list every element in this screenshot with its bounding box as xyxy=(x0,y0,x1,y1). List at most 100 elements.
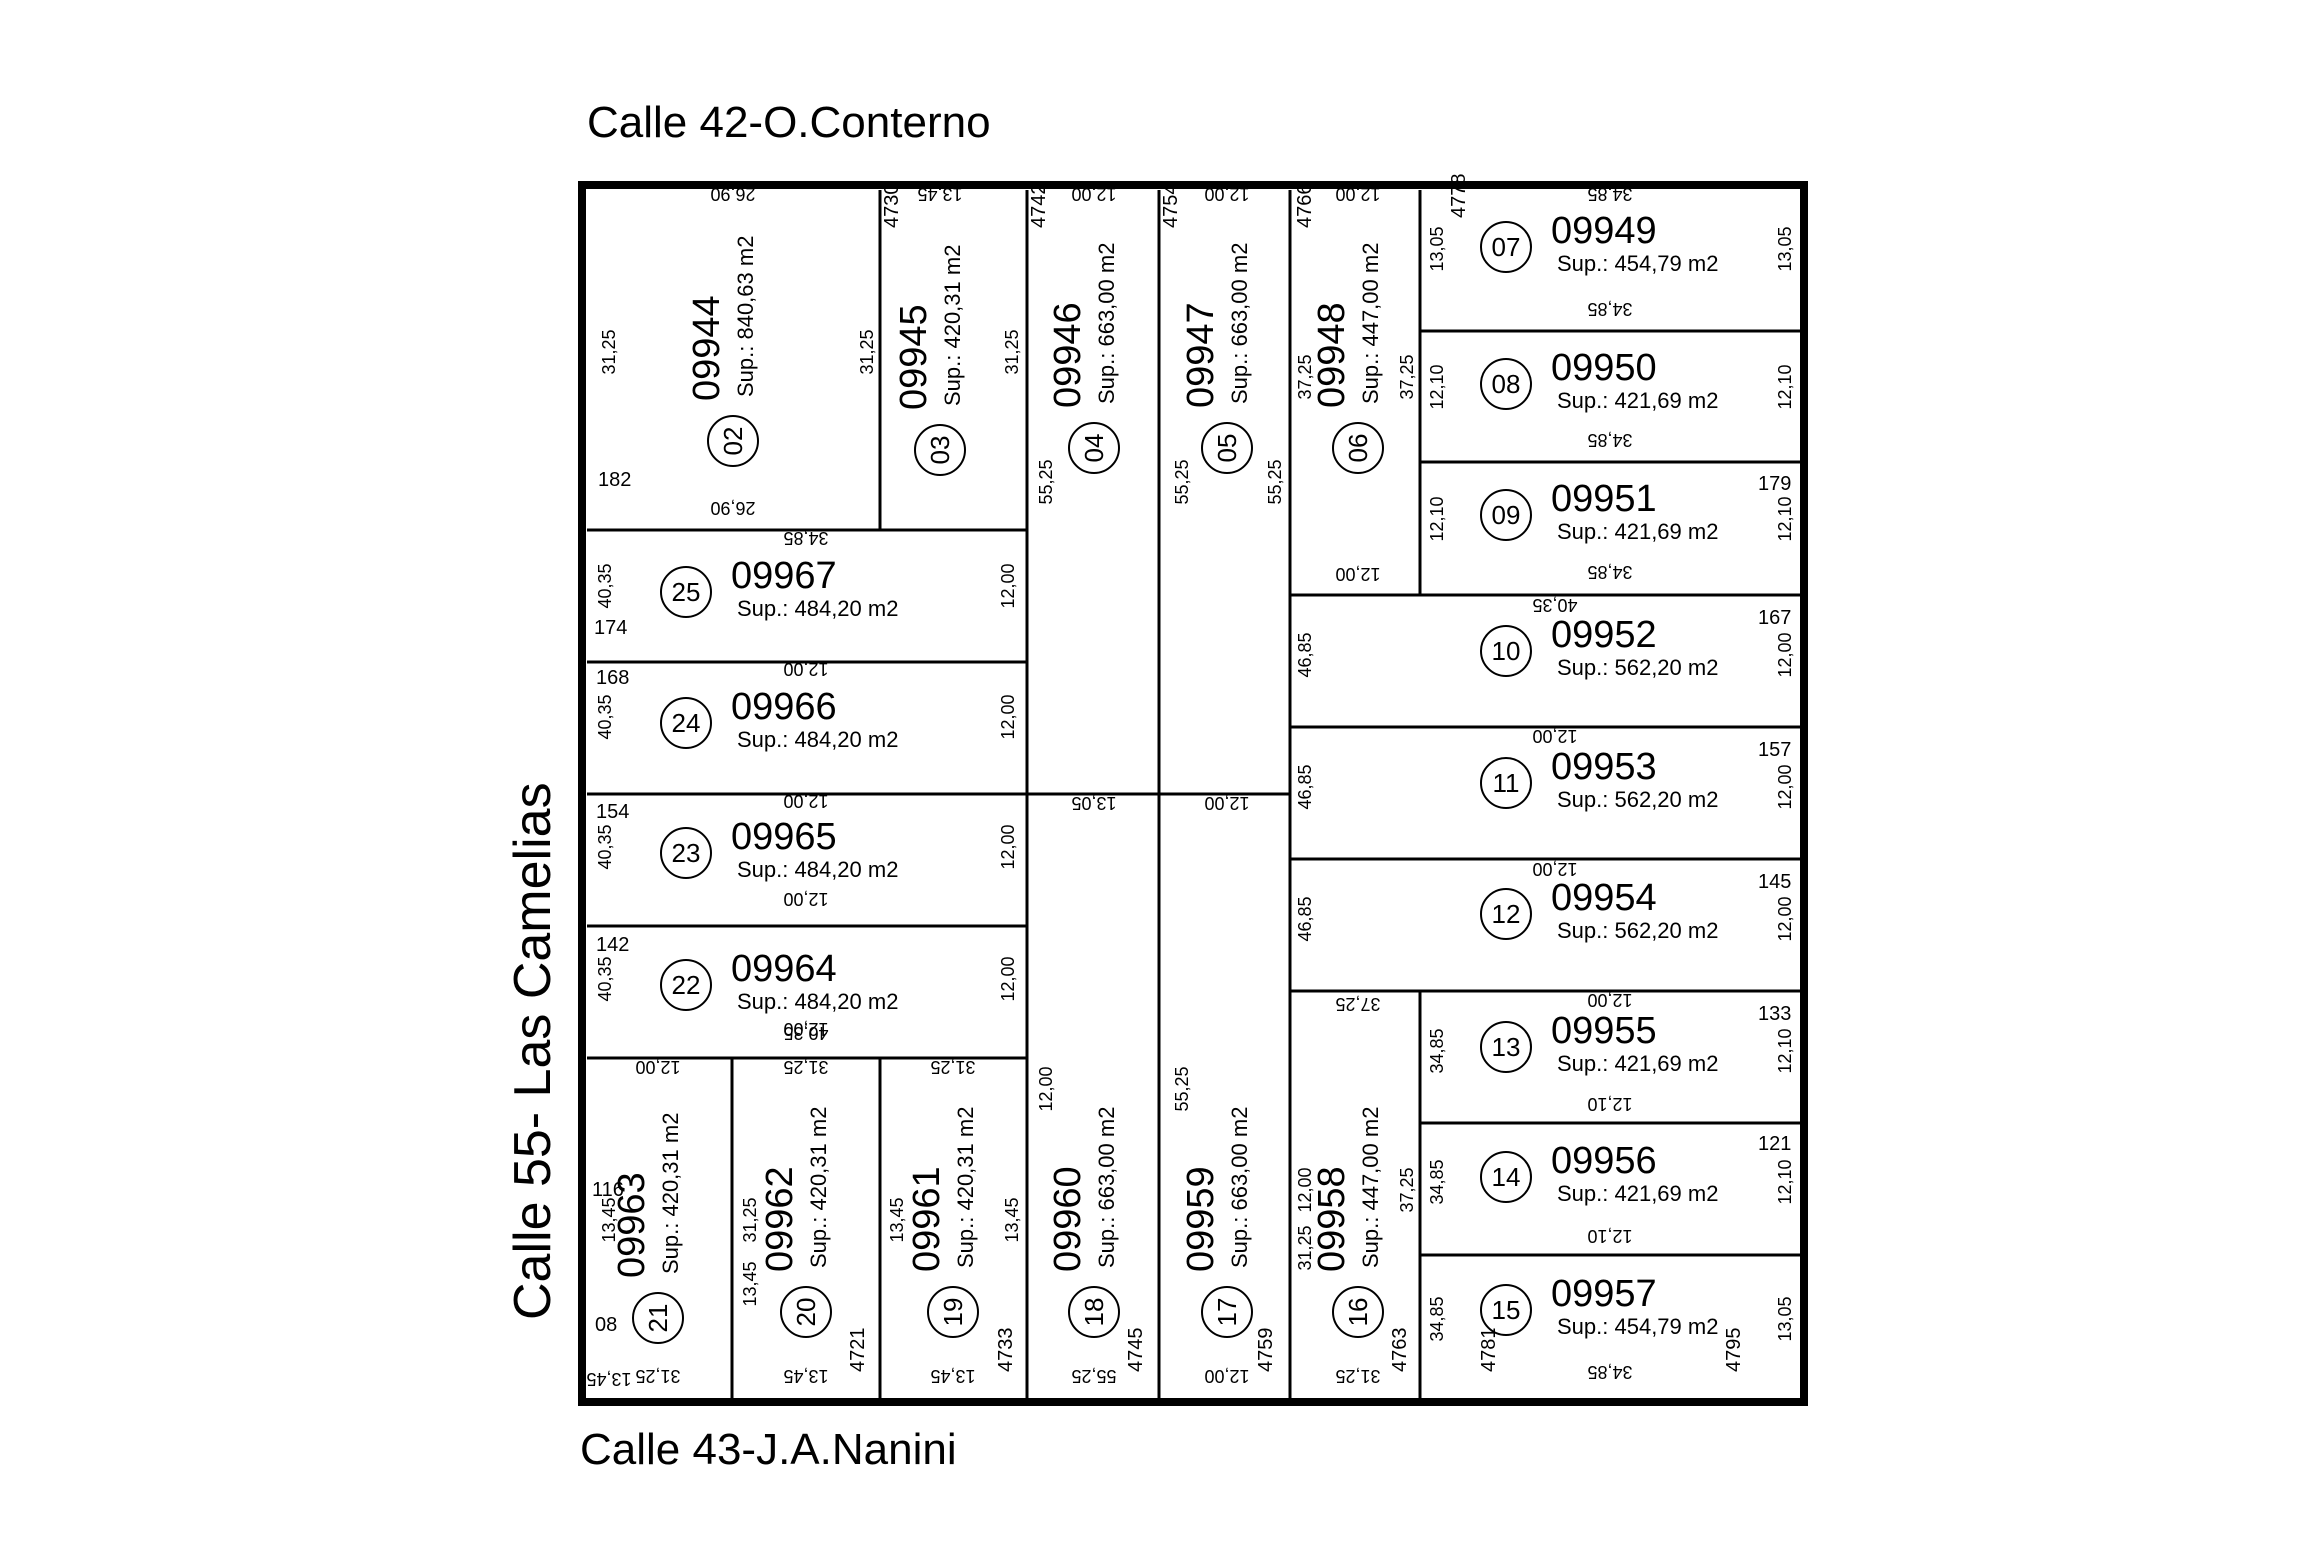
dimension-label: 34,85 xyxy=(1587,1362,1632,1382)
dimension-label: 12,00 xyxy=(1775,896,1795,941)
lot-number: 22 xyxy=(672,970,701,1000)
parcel-area: Sup.: 663,00 m2 xyxy=(1094,243,1119,404)
parcel-area: Sup.: 420,31 m2 xyxy=(953,1107,978,1268)
cadastral-number: 116 xyxy=(592,1179,624,1201)
cadastral-number: 174 xyxy=(594,617,627,639)
lot-number-circle xyxy=(927,1286,979,1338)
lot-number-circle xyxy=(1480,221,1532,273)
lot-number: 23 xyxy=(672,838,701,868)
dimension-label: 40,35 xyxy=(595,956,615,1001)
dimension-label: 12,00 xyxy=(1204,184,1249,204)
dimension-label: 13,45 xyxy=(1002,1197,1022,1242)
dimension-label: 13,05 xyxy=(1775,226,1795,271)
parcel-area: Sup.: 840,63 m2 xyxy=(733,236,758,397)
cadastral-number: 4742 xyxy=(1028,184,1050,229)
lot-number-circle xyxy=(1332,422,1384,474)
cadastral-number: 142 xyxy=(596,934,629,956)
parcel-area: Sup.: 562,20 m2 xyxy=(1557,918,1718,943)
dimension-label: 12,00 xyxy=(783,791,828,811)
dimension-label: 55,25 xyxy=(1172,459,1192,504)
dimension-label: 40,35 xyxy=(595,563,615,608)
dimension-label: 12,10 xyxy=(1775,496,1795,541)
dimension-label: 12,10 xyxy=(1775,1028,1795,1073)
cadastral-number: 4795 xyxy=(1723,1328,1745,1373)
dimension-label: 31,25 xyxy=(1002,329,1022,374)
lot-number: 05 xyxy=(1212,434,1242,463)
dimension-label: 13,05 xyxy=(1775,1296,1795,1341)
cadastral-number: 4754 xyxy=(1160,184,1182,229)
dimension-label: 34,85 xyxy=(783,528,828,548)
dimension-label: 34,85 xyxy=(1427,1028,1447,1073)
dimension-label: 12,00 xyxy=(783,659,828,679)
cadastral-number: 08 xyxy=(595,1314,617,1336)
lot-number-circle xyxy=(1332,1286,1384,1338)
dimension-label: 12,10 xyxy=(1587,1094,1632,1114)
cadastral-number: 4781 xyxy=(1478,1328,1500,1373)
dimension-label: 34,85 xyxy=(1427,1159,1447,1204)
dimension-label: 12,00 xyxy=(1587,990,1632,1010)
lot-number: 13 xyxy=(1492,1032,1521,1062)
parcel-id: 09949 xyxy=(1551,210,1657,252)
parcel-id: 09957 xyxy=(1551,1273,1657,1315)
dimension-label: 37,25 xyxy=(1397,354,1417,399)
cadastral-number: 179 xyxy=(1758,473,1791,495)
dimension-label: 31,25 xyxy=(599,329,619,374)
lot-number: 16 xyxy=(1343,1298,1373,1327)
dimension-label: 40,35 xyxy=(1532,595,1577,615)
dimension-label: 37,25 xyxy=(1397,1167,1417,1212)
lot-number: 09 xyxy=(1492,500,1521,530)
lot-number-circle xyxy=(780,1286,832,1338)
street-label-top: Calle 42-O.Conterno xyxy=(587,98,991,147)
cadastral-number: 167 xyxy=(1758,607,1791,629)
dimension-label: 31,25 xyxy=(635,1366,680,1386)
dimension-label: 13,45 xyxy=(599,1197,619,1242)
parcel-area: Sup.: 484,20 m2 xyxy=(737,857,898,882)
dimension-label: 34,85 xyxy=(1587,430,1632,450)
dimension-label: 12,10 xyxy=(1775,364,1795,409)
dimension-label: 55,25 xyxy=(1172,1066,1192,1111)
parcel-id: 09955 xyxy=(1551,1010,1657,1052)
parcel-id: 09947 xyxy=(1180,302,1222,408)
dimension-label: 31,25 xyxy=(1335,1366,1380,1386)
parcel-id: 09944 xyxy=(686,295,728,401)
dimension-label: 12,00 xyxy=(1335,564,1380,584)
lot-number-circle xyxy=(1201,422,1253,474)
dimension-label: 40,35 xyxy=(595,694,615,739)
lot-number: 07 xyxy=(1492,232,1521,262)
dimension-label: 34,85 xyxy=(1427,1296,1447,1341)
dimension-label: 12,10 xyxy=(1587,1226,1632,1246)
cadastral-number: 4759 xyxy=(1255,1328,1277,1373)
lot-number-circle xyxy=(1068,422,1120,474)
parcel-id: 09964 xyxy=(731,948,837,990)
dimension-label: 13,45 xyxy=(586,1369,631,1389)
dimension-label: 12,00 xyxy=(783,889,828,909)
dimension-label: 55,25 xyxy=(1265,459,1285,504)
dimension-label: 12,00 xyxy=(1295,1167,1315,1212)
lot-number-circle xyxy=(660,566,712,618)
dimension-label: 55,25 xyxy=(1071,1366,1116,1386)
parcel-area: Sup.: 421,69 m2 xyxy=(1557,519,1718,544)
dimension-label: 34,85 xyxy=(1587,184,1632,204)
cadastral-number: 4763 xyxy=(1389,1328,1411,1373)
cadastral-number: 133 xyxy=(1758,1003,1791,1025)
dimension-label: 31,25 xyxy=(783,1057,828,1077)
dimension-label: 12,10 xyxy=(1775,1159,1795,1204)
dimension-label: 37,25 xyxy=(1295,354,1315,399)
dimension-label: 12,00 xyxy=(998,563,1018,608)
parcel-id: 09965 xyxy=(731,816,837,858)
